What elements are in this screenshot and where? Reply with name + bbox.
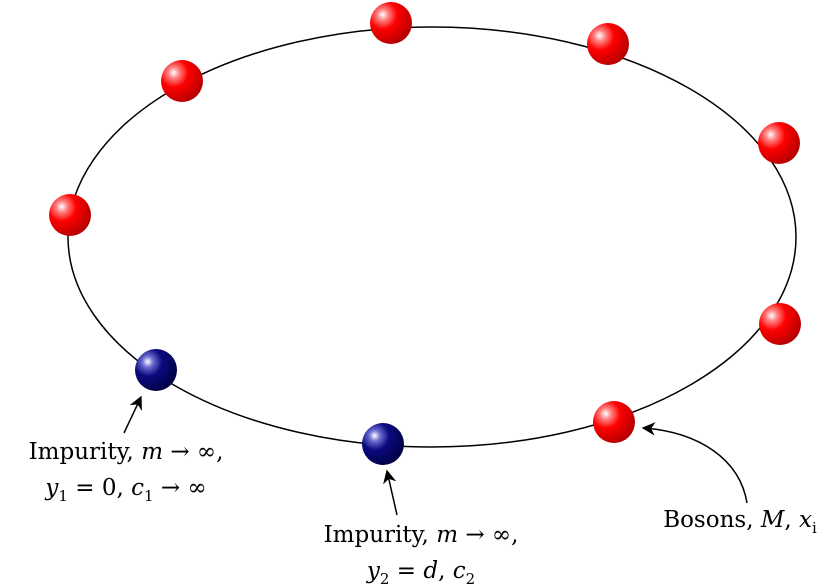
impurity1-label-line1: Impurity, m → ∞,: [29, 439, 224, 465]
boson-particle: [593, 401, 635, 443]
bosons-group: [49, 2, 801, 443]
impurity1-arrow: [123, 395, 142, 434]
boson-particle: [587, 23, 629, 65]
impurity2-label: Impurity, m → ∞, y2 = d, c2: [324, 522, 519, 588]
boson-particle: [759, 303, 801, 345]
impurity2-label-line1: Impurity, m → ∞,: [324, 522, 519, 548]
impurity-particle-1: [135, 349, 177, 391]
ring-ellipse: [67, 26, 797, 448]
impurity1-label: Impurity, m → ∞, y1 = 0, c1 → ∞: [29, 439, 224, 507]
bosons-label-text: Bosons, M, xi: [663, 507, 817, 537]
bosons-label: Bosons, M, xi: [663, 507, 817, 537]
impurities-group: [135, 349, 404, 465]
impurity2-label-line2: y2 = d, c2: [366, 558, 475, 588]
impurity-particle-2: [362, 423, 404, 465]
impurity2-arrow: [383, 469, 398, 516]
boson-particle: [49, 194, 91, 236]
boson-particle: [370, 2, 412, 44]
boson-particle: [758, 122, 800, 164]
impurity1-label-line2: y1 = 0, c1 → ∞: [44, 475, 206, 507]
bosons-arrow: [641, 422, 748, 504]
boson-particle: [161, 60, 203, 102]
